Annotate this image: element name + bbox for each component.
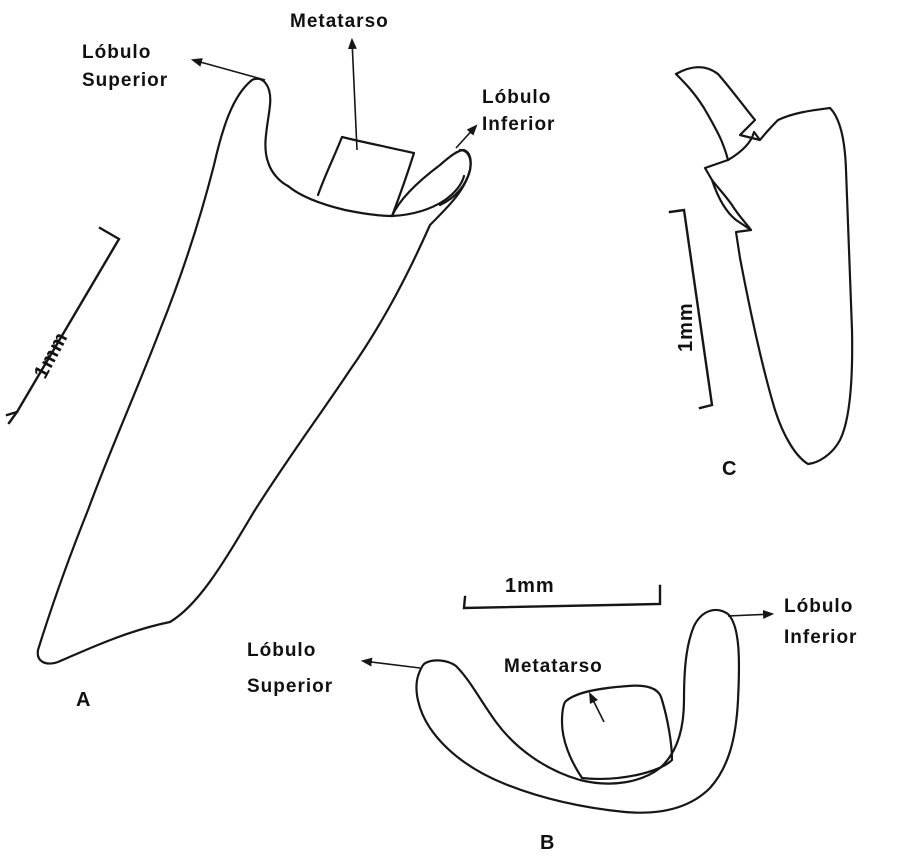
- figure-b-label-lobulo-superior-line2: Superior: [247, 676, 333, 697]
- figure-a-arrow-metatarso: [352, 40, 357, 150]
- figure-b-scale-label: 1mm: [505, 575, 555, 597]
- figure-b-label-metatarso: Metatarso: [504, 656, 603, 677]
- figure-a-label-lobulo-superior-line1: Lóbulo: [82, 42, 151, 63]
- figure-b-claw-outline: [417, 610, 739, 813]
- figure-b-arrow-metatarso: [590, 694, 604, 722]
- figure-c-scale-label: 1mm: [675, 302, 697, 352]
- figure-a-scale-label: 1mm: [30, 328, 73, 382]
- figure-b: Lóbulo Superior Metatarso Lóbulo Inferio…: [247, 575, 857, 854]
- figure-c-claw-outline: [676, 67, 852, 464]
- figure-b-metatarso-shape: [562, 686, 672, 779]
- figure-a-claw-outline: [38, 80, 471, 664]
- figure-a-label-lobulo-inferior-line1: Lóbulo: [482, 87, 551, 108]
- figure-a-arrow-lobulo-superior: [193, 60, 265, 80]
- figure-a-arrow-lobulo-inferior: [456, 126, 476, 148]
- figure-a-inner-rim: [288, 176, 464, 216]
- figure-a-label-lobulo-inferior-line2: Inferior: [482, 114, 555, 135]
- figure-a: Lóbulo Superior Metatarso Lóbulo Inferio…: [7, 11, 555, 711]
- figure-b-label-lobulo-inferior-line2: Inferior: [784, 627, 857, 648]
- figure-c-panel-label: C: [722, 458, 737, 480]
- figure-a-label-lobulo-superior-line2: Superior: [82, 70, 168, 91]
- figure-b-label-lobulo-superior-line1: Lóbulo: [247, 640, 316, 661]
- figure-b-scale-bar: [464, 586, 660, 608]
- figure-a-panel-label: A: [76, 689, 91, 711]
- figure-b-panel-label: B: [540, 832, 555, 854]
- figure-a-lobulo-superior-shape: [252, 79, 288, 186]
- figure-b-arrow-lobulo-superior: [363, 661, 420, 668]
- figure-a-scale-bar: [7, 228, 119, 423]
- figure-b-arrow-lobulo-inferior: [728, 614, 772, 616]
- figure-c-upper-edge: [676, 74, 728, 160]
- figure-b-label-lobulo-inferior-line1: Lóbulo: [784, 596, 853, 617]
- figure-a-label-metatarso: Metatarso: [290, 11, 389, 32]
- figure-c: 1mm C: [670, 67, 852, 480]
